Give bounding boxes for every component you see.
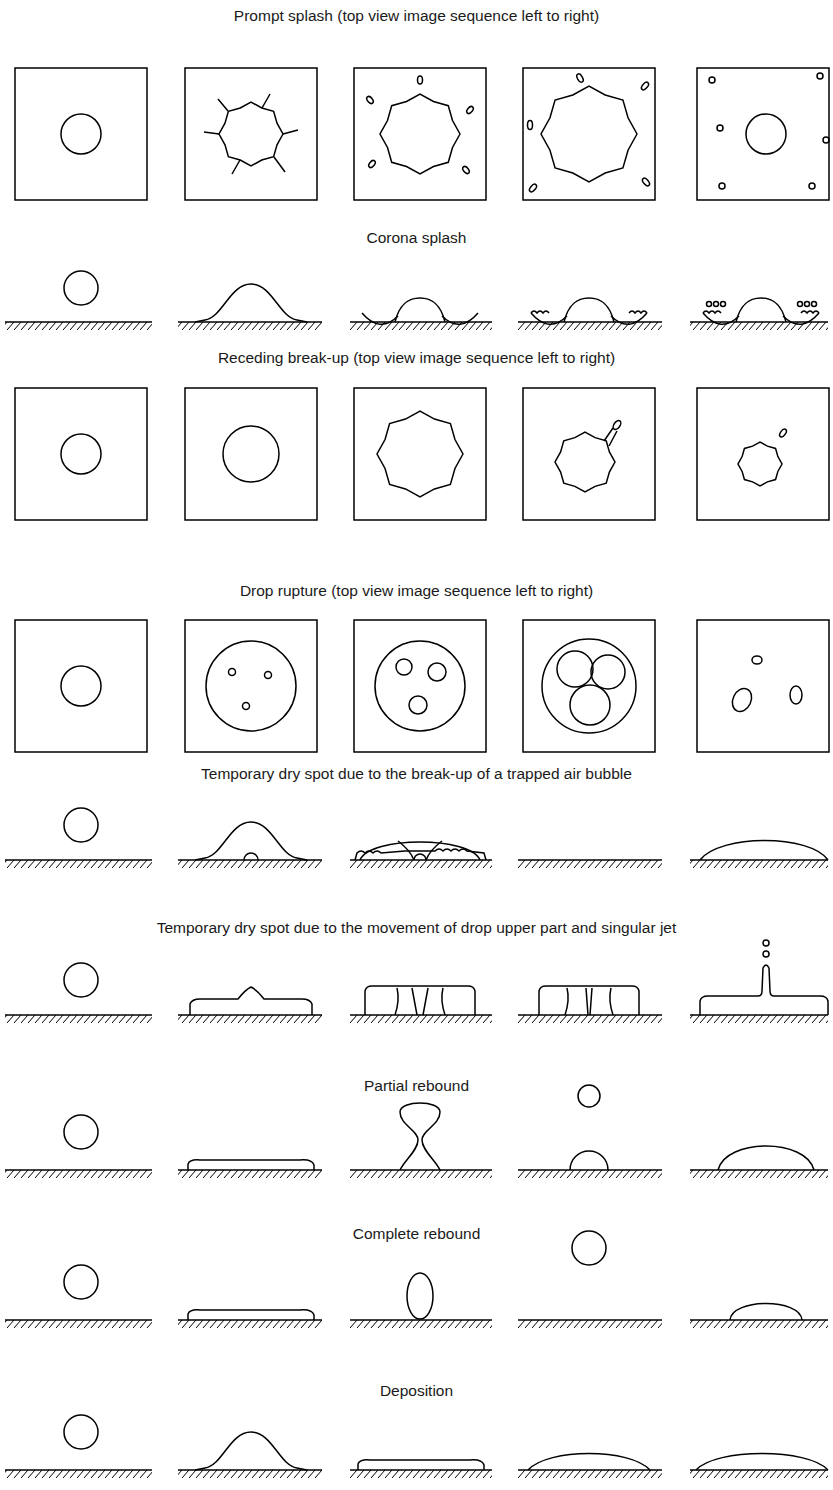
row-title: Deposition bbox=[0, 1381, 833, 1401]
row-title: Complete rebound bbox=[0, 1224, 833, 1244]
row-title: Prompt splash (top view image sequence l… bbox=[0, 6, 833, 26]
row-title: Corona splash bbox=[0, 228, 833, 248]
row-title: Receding break-up (top view image sequen… bbox=[0, 348, 833, 368]
row-title: Temporary dry spot due to the movement o… bbox=[0, 918, 833, 938]
row-title: Partial rebound bbox=[0, 1076, 833, 1096]
row-title: Drop rupture (top view image sequence le… bbox=[0, 581, 833, 601]
row-title: Temporary dry spot due to the break-up o… bbox=[0, 764, 833, 784]
